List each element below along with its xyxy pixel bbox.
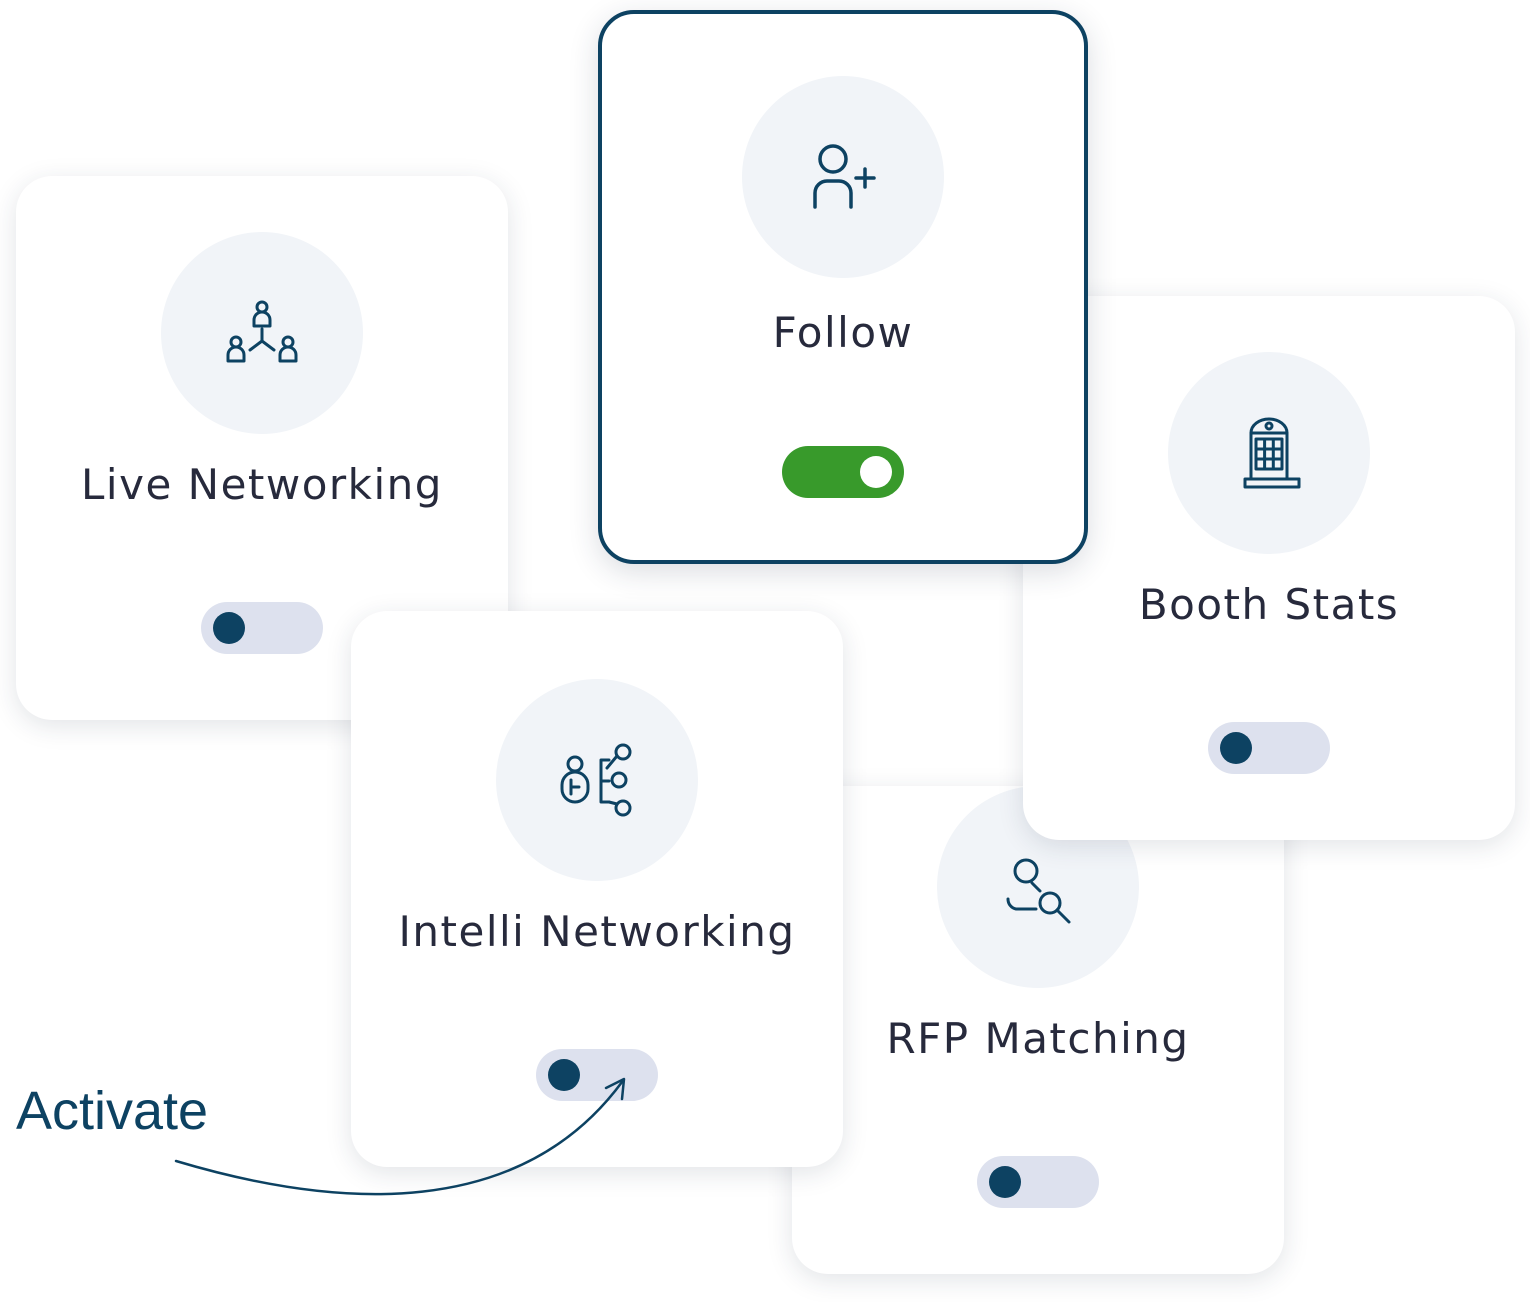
follow-toggle[interactable] bbox=[782, 446, 904, 498]
intelli-networking-toggle[interactable] bbox=[536, 1049, 658, 1101]
card-intelli-networking: Intelli Networking bbox=[351, 611, 843, 1167]
user-plus-icon bbox=[742, 76, 944, 278]
card-title: Live Networking bbox=[81, 460, 443, 509]
toggle-knob bbox=[1220, 732, 1252, 764]
card-rfp-matching: RFP Matching bbox=[792, 786, 1284, 1274]
card-follow: Follow bbox=[598, 10, 1088, 564]
ai-network-icon bbox=[496, 679, 698, 881]
toggle-knob bbox=[213, 612, 245, 644]
card-title: Intelli Networking bbox=[398, 907, 796, 956]
booth-icon bbox=[1168, 352, 1370, 554]
toggle-knob bbox=[860, 456, 892, 488]
rfp-matching-toggle[interactable] bbox=[977, 1156, 1099, 1208]
booth-stats-toggle[interactable] bbox=[1208, 722, 1330, 774]
toggle-knob bbox=[548, 1059, 580, 1091]
card-title: Follow bbox=[772, 308, 914, 357]
network-people-icon bbox=[161, 232, 363, 434]
card-live-networking: Live Networking bbox=[16, 176, 508, 720]
card-title: RFP Matching bbox=[886, 1014, 1190, 1063]
card-booth-stats: Booth Stats bbox=[1023, 296, 1515, 840]
activate-callout-label: Activate bbox=[16, 1081, 209, 1141]
card-title: Booth Stats bbox=[1138, 580, 1400, 629]
live-networking-toggle[interactable] bbox=[201, 602, 323, 654]
toggle-knob bbox=[989, 1166, 1021, 1198]
